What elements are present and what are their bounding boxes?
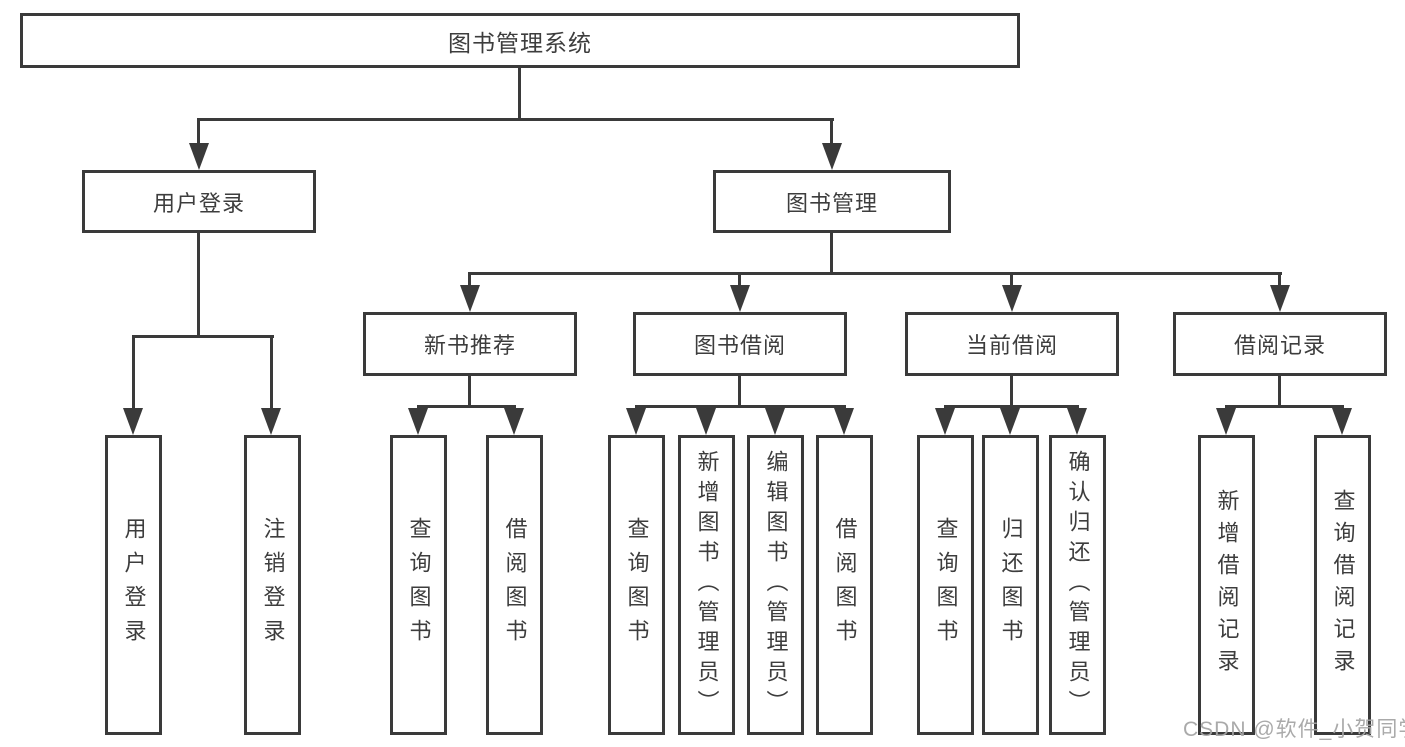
leaf-label: 查询图书: [933, 517, 959, 653]
connector-new-books-horizontal: [417, 405, 516, 408]
node-user-login-label: 用户登录: [152, 190, 245, 216]
node-root: 图书管理系统: [20, 13, 1020, 68]
leaf-label: 新增图书（管理员）: [694, 450, 720, 720]
arrow-down-icon: [1270, 285, 1290, 312]
connector-book-borrow-horizontal: [635, 405, 846, 408]
node-book-borrow: 图书借阅: [633, 312, 847, 376]
connector-drop-new-books: [468, 272, 471, 288]
arrow-down-icon: [730, 285, 750, 312]
connector-level2-horizontal: [468, 272, 1282, 275]
arrow-down-icon: [1067, 408, 1087, 435]
connector-current-borrow-stem: [1010, 376, 1013, 407]
leaf-node-query-books-3: 查询图书: [917, 435, 974, 735]
leaf-node-confirm-return-admin: 确认归还（管理员）: [1049, 435, 1106, 735]
leaf-label: 注销登录: [260, 517, 286, 653]
node-user-login: 用户登录: [82, 170, 316, 233]
arrow-down-icon: [696, 408, 716, 435]
arrow-down-icon: [834, 408, 854, 435]
arrow-down-icon: [123, 408, 143, 435]
arrow-down-icon: [935, 408, 955, 435]
connector-drop-user-login: [197, 118, 200, 148]
node-book-borrow-label: 图书借阅: [693, 333, 786, 358]
connector-borrow-records-horizontal: [1225, 405, 1344, 408]
connector-borrow-records-stem: [1278, 376, 1281, 407]
node-book-mgmt: 图书管理: [713, 170, 951, 233]
connector-drop-leaf: [132, 335, 135, 411]
leaf-label: 确认归还（管理员）: [1065, 450, 1091, 720]
connector-book-borrow-stem: [738, 376, 741, 407]
arrow-down-icon: [261, 408, 281, 435]
arrow-down-icon: [504, 408, 524, 435]
arrow-down-icon: [1000, 408, 1020, 435]
leaf-node-borrow-books-2: 借阅图书: [816, 435, 873, 735]
arrow-down-icon: [822, 143, 842, 170]
node-new-books-label: 新书推荐: [423, 333, 516, 358]
connector-drop-book-borrow: [738, 272, 741, 288]
leaf-node-return-books: 归还图书: [982, 435, 1039, 735]
leaf-label: 归还图书: [998, 517, 1024, 653]
leaf-node-add-books-admin: 新增图书（管理员）: [678, 435, 735, 735]
leaf-label: 编辑图书（管理员）: [763, 450, 789, 720]
node-new-books: 新书推荐: [363, 312, 577, 376]
arrow-down-icon: [408, 408, 428, 435]
leaf-node-query-books-2: 查询图书: [608, 435, 665, 735]
arrow-down-icon: [765, 408, 785, 435]
arrow-down-icon: [460, 285, 480, 312]
leaf-node-logout: 注销登录: [244, 435, 301, 735]
leaf-node-user-login: 用户登录: [105, 435, 162, 735]
node-current-borrow: 当前借阅: [905, 312, 1119, 376]
leaf-label: 查询图书: [624, 517, 650, 653]
connector-drop-book-mgmt: [830, 118, 833, 148]
connector-user-login-horizontal: [132, 335, 274, 338]
leaf-label: 查询图书: [406, 517, 432, 653]
csdn-watermark: CSDN @软件_小贺同学: [1183, 718, 1405, 741]
node-current-borrow-label: 当前借阅: [965, 333, 1058, 358]
node-borrow-records: 借阅记录: [1173, 312, 1387, 376]
arrow-down-icon: [1332, 408, 1352, 435]
node-borrow-records-label: 借阅记录: [1233, 333, 1326, 358]
leaf-label: 查询借阅记录: [1330, 489, 1356, 681]
connector-drop-current-borrow: [1010, 272, 1013, 288]
arrow-down-icon: [1002, 285, 1022, 312]
leaf-node-edit-books-admin: 编辑图书（管理员）: [747, 435, 804, 735]
connector-new-books-stem: [468, 376, 471, 407]
node-book-mgmt-label: 图书管理: [785, 190, 878, 216]
leaf-label: 借阅图书: [832, 517, 858, 653]
arrow-down-icon: [626, 408, 646, 435]
leaf-node-borrow-books-1: 借阅图书: [486, 435, 543, 735]
connector-drop-borrow-records: [1278, 272, 1281, 288]
node-root-label: 图书管理系统: [448, 29, 592, 56]
leaf-label: 新增借阅记录: [1214, 489, 1240, 681]
leaf-node-query-books-1: 查询图书: [390, 435, 447, 735]
leaf-label: 用户登录: [121, 517, 147, 653]
arrow-down-icon: [189, 143, 209, 170]
connector-level1-horizontal: [198, 118, 834, 121]
leaf-node-query-borrow-record: 查询借阅记录: [1314, 435, 1371, 735]
arrow-down-icon: [1216, 408, 1236, 435]
leaf-label: 借阅图书: [502, 517, 528, 653]
connector-drop-leaf: [270, 335, 273, 411]
connector-root-stem: [518, 67, 521, 120]
connector-user-login-stem: [197, 233, 200, 337]
connector-book-mgmt-stem: [830, 233, 833, 275]
leaf-node-add-borrow-record: 新增借阅记录: [1198, 435, 1255, 735]
